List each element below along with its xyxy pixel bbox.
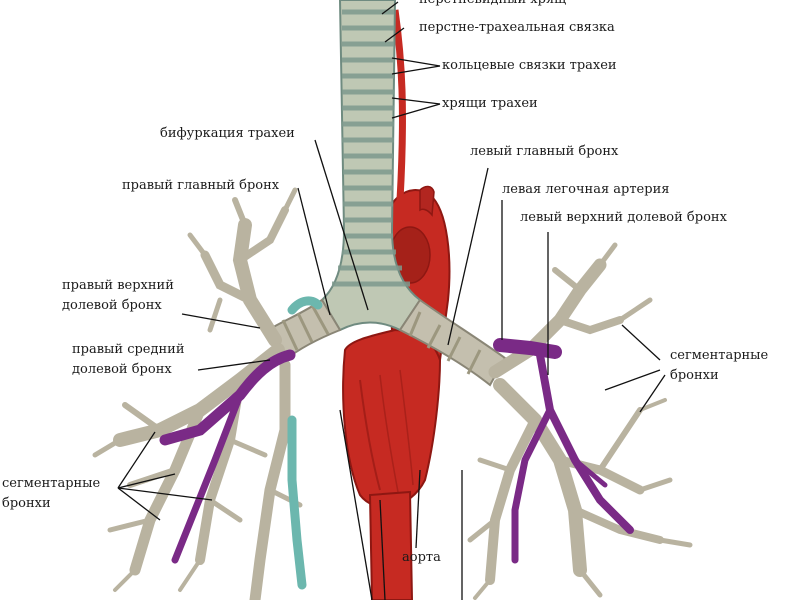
label-segmental-right-line1: сегментарные (2, 476, 101, 491)
label-left-main-bronchus: левый главный бронх (470, 144, 619, 159)
label-right-upper-lobar-line2: долевой бронх (62, 298, 162, 313)
pulmonary-arteries (159, 338, 634, 564)
tracheal-vessel (391, 9, 406, 201)
label-segmental-left-line1: сегментарные (670, 348, 769, 363)
label-right-middle-lobar-line2: долевой бронх (72, 362, 172, 377)
label-left-pulmonary-artery: левая легочная артерия (502, 182, 670, 197)
label-aorta: аорта (402, 550, 441, 565)
label-cricotracheal-ligament: перстне-трахеальная связка (419, 20, 615, 35)
label-left-upper-lobar-bronchus: левый верхний долевой бронх (520, 210, 727, 225)
left-bronchial-tree (467, 242, 693, 600)
label-tracheal-cartilages: хрящи трахеи (442, 96, 538, 111)
label-right-main-bronchus: правый главный бронх (122, 178, 280, 193)
trachea (320, 0, 422, 332)
label-segmental-left-line2: бронхи (670, 368, 719, 383)
label-annular-ligaments: кольцевые связки трахеи (442, 58, 617, 73)
pulmonary-veins (287, 296, 323, 590)
leader-lines (117, 1, 666, 600)
label-cricoid-cartilage: перстневидный хрящ (419, 0, 566, 10)
label-right-upper-lobar-line1: правый верхний (62, 278, 174, 293)
label-right-middle-lobar-line1: правый средний (72, 342, 185, 357)
right-bronchial-tree (92, 187, 303, 600)
label-segmental-right-line2: бронхи (2, 496, 51, 511)
label-tracheal-bifurcation: бифуркация трахеи (160, 126, 295, 141)
